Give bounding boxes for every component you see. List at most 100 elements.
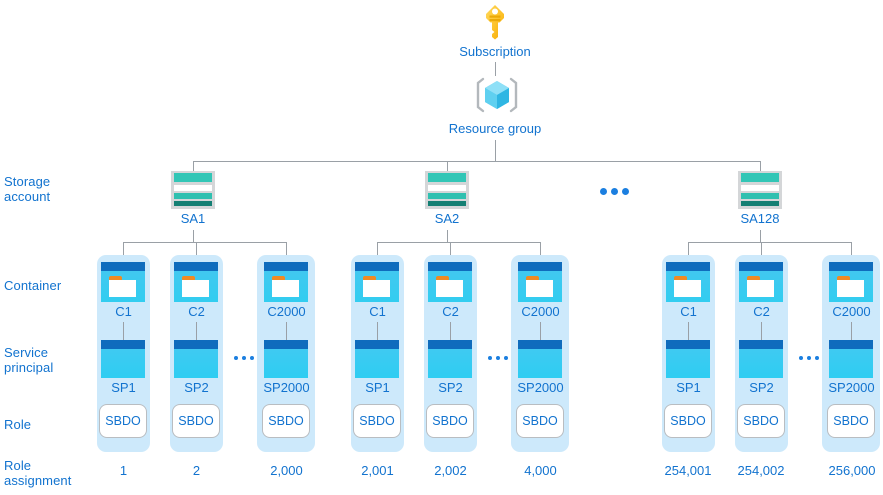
role-badge-sa1-c1: SBDO xyxy=(99,404,147,438)
key-icon xyxy=(474,4,516,40)
sa128-drop-c2 xyxy=(761,242,762,262)
role-badge-sa128-c2000: SBDO xyxy=(827,404,875,438)
sa1-trunk xyxy=(193,230,194,242)
role-badge-sa2-c2000: SBDO xyxy=(516,404,564,438)
container-icon-sa1-c2000 xyxy=(264,262,308,302)
container-label-sa128-c2: C2 xyxy=(753,304,770,319)
resource-group-label: Resource group xyxy=(448,121,542,136)
container-icon-sa128-c1 xyxy=(666,262,710,302)
service-principal-icon-sa128-sp2000 xyxy=(829,340,873,378)
service-principal-label-sa2-sp1: SP1 xyxy=(365,380,390,395)
role-badge-sa128-c2: SBDO xyxy=(737,404,785,438)
sa2-c2-link xyxy=(450,322,451,340)
storage-account-icon-sa128 xyxy=(738,171,782,209)
role-assignment-number-sa128-c2: 254,002 xyxy=(737,463,785,478)
service-principal-icon-sa2-sp1 xyxy=(355,340,399,378)
service-principal-icon-sa1-sp2 xyxy=(174,340,218,378)
role-badge-sa1-c2: SBDO xyxy=(172,404,220,438)
service-principal-label-sa128-sp2000: SP2000 xyxy=(828,380,875,395)
sa128-branch-bus xyxy=(688,242,851,243)
role-assignment-number-sa1-c1: 1 xyxy=(119,463,128,478)
sa2-c2000-link xyxy=(540,322,541,340)
sa1-c1-link xyxy=(123,322,124,340)
bus-drop-sa2 xyxy=(447,161,448,171)
container-icon-sa1-c1 xyxy=(101,262,145,302)
container-label-sa2-c1: C1 xyxy=(369,304,386,319)
sa128-drop-c1 xyxy=(688,242,689,262)
container-label-sa1-c2000: C2000 xyxy=(267,304,306,319)
storage-account-bus xyxy=(193,161,761,162)
service-principal-icon-sa128-sp2 xyxy=(739,340,783,378)
bus-drop-sa1 xyxy=(193,161,194,171)
connector-rg-to-bus xyxy=(495,140,496,161)
container-icon-sa128-c2 xyxy=(739,262,783,302)
service-principal-icon-sa1-sp1 xyxy=(101,340,145,378)
bus-drop-sa128 xyxy=(760,161,761,171)
service-principal-icon-sa2-sp2 xyxy=(428,340,472,378)
inner-ellipsis-sa1 xyxy=(234,356,254,360)
sa1-drop-c2000 xyxy=(286,242,287,262)
container-icon-sa1-c2 xyxy=(174,262,218,302)
row-label-role: Role xyxy=(4,417,32,432)
sa128-c1-link xyxy=(688,322,689,340)
sa2-c1-link xyxy=(377,322,378,340)
sa1-drop-c1 xyxy=(123,242,124,262)
storage-account-label-sa2: SA2 xyxy=(434,211,460,226)
service-principal-label-sa1-sp2: SP2 xyxy=(184,380,209,395)
storage-account-label-sa1: SA1 xyxy=(180,211,206,226)
row-label-service-principal: Service principal xyxy=(4,345,54,375)
service-principal-label-sa1-sp1: SP1 xyxy=(111,380,136,395)
role-assignment-number-sa2-c2000: 4,000 xyxy=(524,463,557,478)
sa2-drop-c2000 xyxy=(540,242,541,262)
service-principal-label-sa128-sp1: SP1 xyxy=(676,380,701,395)
container-label-sa2-c2: C2 xyxy=(442,304,459,319)
service-principal-label-sa2-sp2: SP2 xyxy=(438,380,463,395)
sa1-c2000-link xyxy=(286,322,287,340)
container-label-sa1-c1: C1 xyxy=(115,304,132,319)
inner-ellipsis-sa128 xyxy=(799,356,819,360)
sa128-c2-link xyxy=(761,322,762,340)
sa128-c2000-link xyxy=(851,322,852,340)
role-assignment-number-sa2-c2: 2,002 xyxy=(434,463,467,478)
container-icon-sa2-c1 xyxy=(355,262,399,302)
sa2-drop-c2 xyxy=(450,242,451,262)
service-principal-label-sa2-sp2000: SP2000 xyxy=(517,380,564,395)
service-principal-icon-sa2-sp2000 xyxy=(518,340,562,378)
resource-group-cube-icon xyxy=(470,74,524,116)
connector-subscription-to-rg xyxy=(495,62,496,76)
container-icon-sa2-c2000 xyxy=(518,262,562,302)
storage-account-icon-sa2 xyxy=(425,171,469,209)
role-assignment-number-sa128-c1: 254,001 xyxy=(664,463,712,478)
role-badge-sa1-c2000: SBDO xyxy=(262,404,310,438)
service-principal-label-sa1-sp2000: SP2000 xyxy=(263,380,310,395)
role-assignment-number-sa1-c2000: 2,000 xyxy=(270,463,303,478)
container-icon-sa128-c2000 xyxy=(829,262,873,302)
sa1-branch-bus xyxy=(123,242,286,243)
storage-account-icon-sa1 xyxy=(171,171,215,209)
role-assignment-number-sa128-c2000: 256,000 xyxy=(828,463,876,478)
container-label-sa128-c1: C1 xyxy=(680,304,697,319)
container-label-sa128-c2000: C2000 xyxy=(832,304,871,319)
role-badge-sa128-c1: SBDO xyxy=(664,404,712,438)
sa2-trunk xyxy=(447,230,448,242)
container-icon-sa2-c2 xyxy=(428,262,472,302)
sa128-trunk xyxy=(760,230,761,242)
role-badge-sa2-c1: SBDO xyxy=(353,404,401,438)
sa1-c2-link xyxy=(196,322,197,340)
row-label-storage-account: Storage account xyxy=(4,174,51,204)
service-principal-label-sa128-sp2: SP2 xyxy=(749,380,774,395)
sa1-drop-c2 xyxy=(196,242,197,262)
service-principal-icon-sa1-sp2000 xyxy=(264,340,308,378)
role-assignment-number-sa1-c2: 2 xyxy=(192,463,201,478)
container-label-sa2-c2000: C2000 xyxy=(521,304,560,319)
sa2-branch-bus xyxy=(377,242,540,243)
row-label-role-assignment: Role assignment xyxy=(4,458,72,488)
role-assignment-number-sa2-c1: 2,001 xyxy=(361,463,394,478)
sa2-drop-c1 xyxy=(377,242,378,262)
subscription-label: Subscription xyxy=(459,44,531,59)
storage-account-ellipsis xyxy=(600,188,629,195)
inner-ellipsis-sa2 xyxy=(488,356,508,360)
container-label-sa1-c2: C2 xyxy=(188,304,205,319)
service-principal-icon-sa128-sp1 xyxy=(666,340,710,378)
